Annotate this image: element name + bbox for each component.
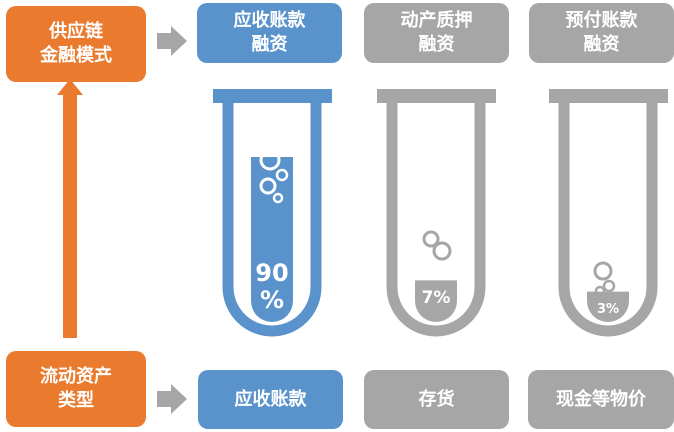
box-line: 类型 [58, 390, 94, 411]
box-line: 流动资产 [40, 366, 112, 387]
asset-box-inventory: 存货 [364, 370, 509, 429]
test-tube-inventory [377, 89, 496, 337]
asset-box-receivables: 应收账款 [198, 370, 343, 429]
financing-box-receivables: 应收账款 融资 [197, 3, 342, 63]
bubble-icon [594, 285, 606, 297]
bubble-icon [259, 177, 277, 195]
test-tube-receivables [213, 89, 332, 337]
vertical-up-arrow [57, 79, 83, 338]
box-line: 融资 [418, 34, 455, 55]
bubble-icon [602, 279, 616, 293]
current-asset-type-box: 流动资产 类型 [6, 351, 146, 427]
box-label: 现金等物价 [556, 388, 646, 410]
bubble-icon [593, 261, 613, 281]
percent-label-cash: 3% [583, 297, 633, 323]
percent-line: 3% [596, 302, 620, 317]
financing-box-pledge: 动产质押 融资 [364, 3, 509, 63]
percent-line: 90 [255, 259, 289, 287]
box-line: 融资 [583, 34, 620, 55]
test-tube-cash [549, 89, 668, 337]
top-right-arrow [157, 26, 187, 56]
tube-fill-cash [587, 291, 629, 322]
box-line: 融资 [251, 34, 288, 55]
tube-fill-inventory [415, 280, 457, 322]
box-line: 动产质押 [400, 10, 473, 31]
percent-label-inventory: 7% [411, 285, 461, 311]
bubble-icon [259, 149, 281, 171]
financing-box-prepayment: 预付账款 融资 [529, 3, 674, 63]
bubble-icon [422, 230, 440, 248]
box-label: 应收账款 [234, 388, 307, 410]
bubble-icon [432, 241, 452, 261]
supply-chain-finance-mode-box: 供应链 金融模式 [6, 6, 146, 82]
box-label: 存货 [418, 388, 455, 410]
percent-line: 7% [421, 288, 451, 308]
box-line: 应收账款 [233, 10, 306, 31]
percent-label-receivables: 90 % [247, 260, 297, 314]
asset-box-cash: 现金等物价 [528, 370, 674, 429]
box-line: 金融模式 [40, 45, 112, 66]
box-line: 供应链 [49, 21, 103, 42]
bubble-icon [275, 168, 289, 182]
bubble-icon [272, 192, 284, 204]
bottom-right-arrow [157, 384, 187, 414]
percent-line: % [259, 286, 285, 314]
box-line: 预付账款 [565, 10, 638, 31]
